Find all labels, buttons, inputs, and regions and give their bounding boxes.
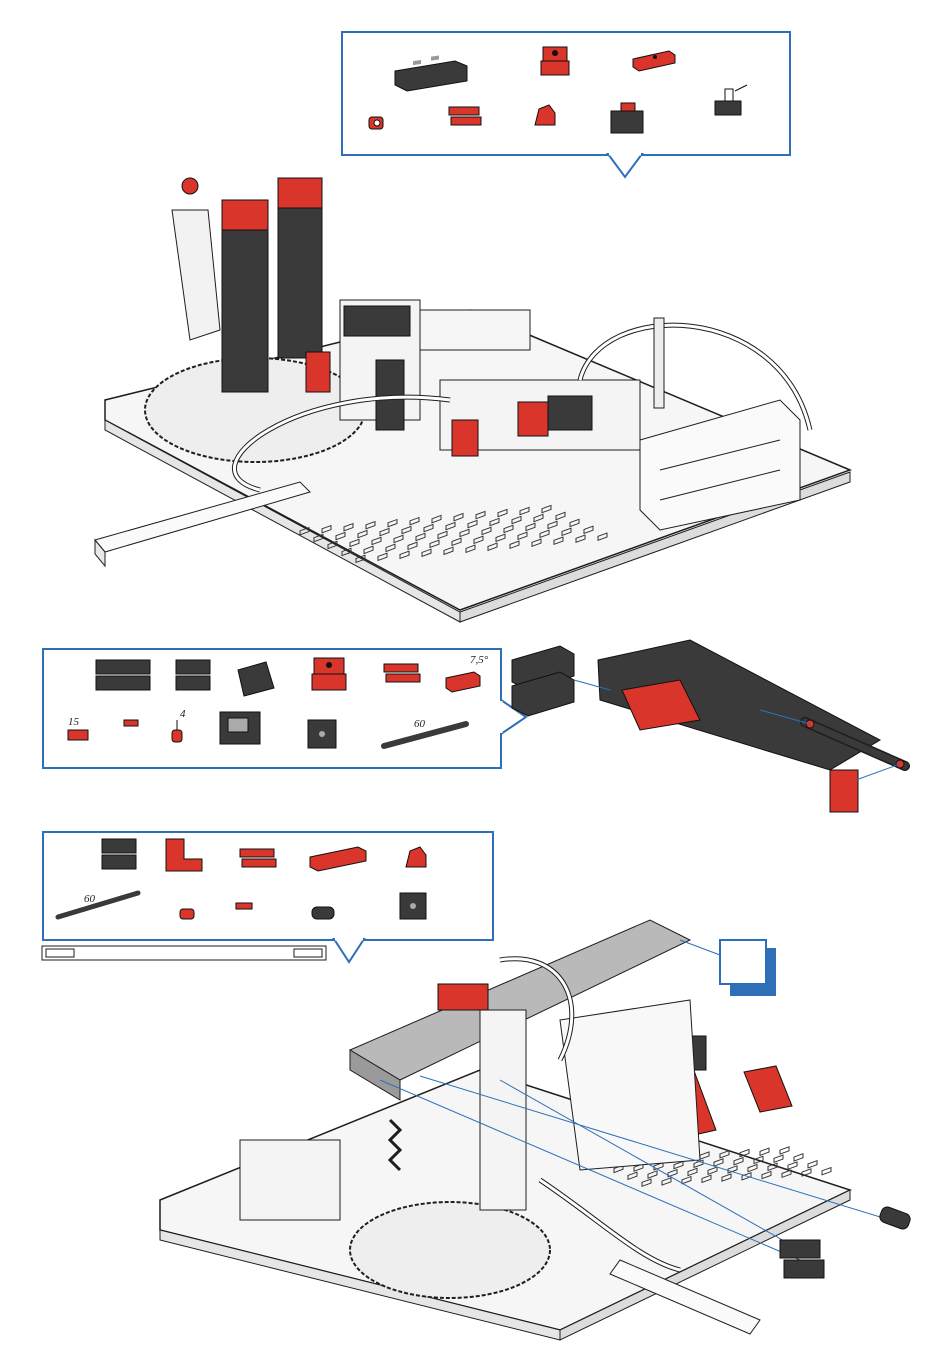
plate-hole bbox=[808, 1161, 817, 1168]
dark-block-loose bbox=[780, 1240, 824, 1278]
plate-hole bbox=[780, 1147, 789, 1154]
plate-hole bbox=[822, 1168, 831, 1175]
bushing-loose bbox=[878, 1205, 912, 1230]
plate-hole bbox=[788, 1162, 797, 1169]
red-gripper-far bbox=[744, 1066, 792, 1112]
plate-hole bbox=[774, 1155, 783, 1162]
plate-hole bbox=[794, 1154, 803, 1161]
red-gripper-top bbox=[438, 984, 488, 1010]
left-machine bbox=[240, 1140, 340, 1220]
pneumatic-block bbox=[560, 1000, 700, 1170]
turntable-gear-bottom bbox=[350, 1202, 550, 1298]
white-tower bbox=[480, 1010, 526, 1210]
step-tab bbox=[720, 940, 776, 996]
plate-hole bbox=[760, 1148, 769, 1155]
